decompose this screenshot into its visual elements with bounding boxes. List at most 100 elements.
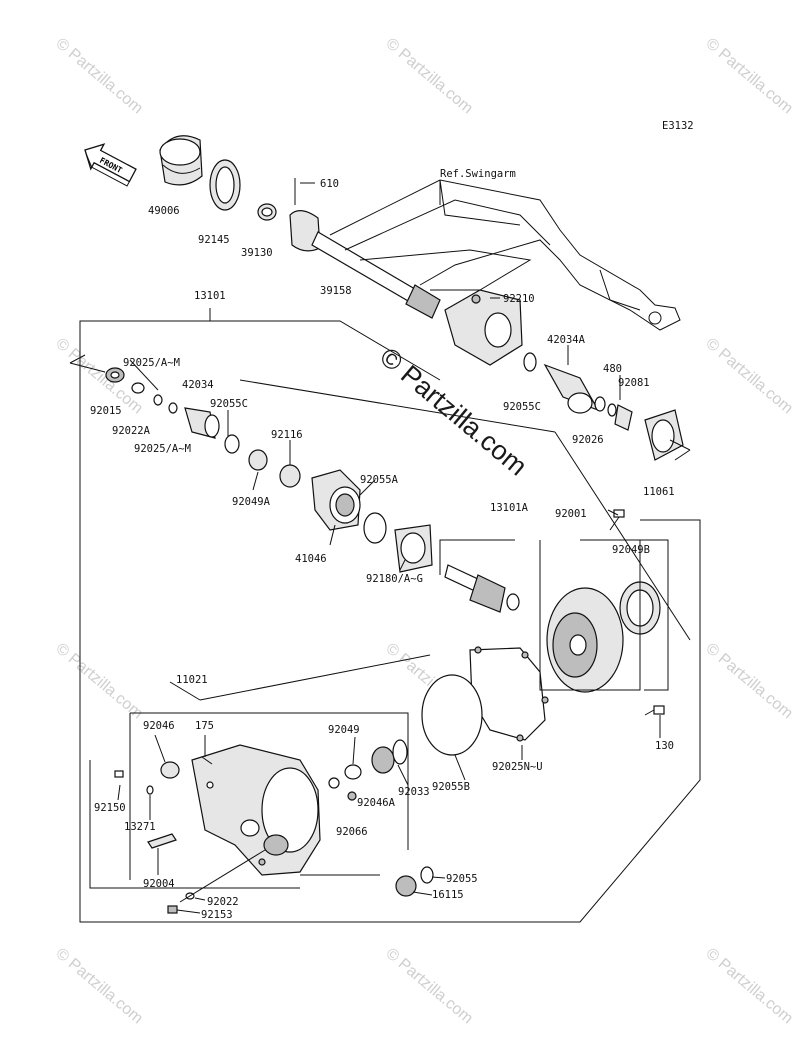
part-oring-92055C-a xyxy=(224,434,240,454)
part-oring-92055C xyxy=(523,352,537,372)
part-label: 42034 xyxy=(182,379,214,391)
swingarm-outline xyxy=(329,179,681,331)
part-label: 92022A xyxy=(112,425,151,437)
part-bolt-92153 xyxy=(167,905,178,914)
part-label: 42034A xyxy=(547,334,586,346)
part-label: 92004 xyxy=(143,878,175,890)
part-label: 13271 xyxy=(124,821,156,833)
front-arrow-icon: FRONT xyxy=(84,143,137,187)
part-bearing-92116 xyxy=(279,464,301,488)
part-label: 92022 xyxy=(207,896,239,908)
part-bolt-92150 xyxy=(114,770,124,778)
part-92066 xyxy=(328,777,340,789)
part-label: 92055B xyxy=(432,781,470,793)
part-housing-41046 xyxy=(311,469,361,531)
part-label: 610 xyxy=(320,178,339,190)
watermark: © Partzilla.com xyxy=(52,945,146,1027)
watermark: © Partzilla.com xyxy=(382,35,476,117)
watermark: © Partzilla.com xyxy=(702,640,796,722)
part-label: 92116 xyxy=(271,429,303,441)
part-gasket-11061 xyxy=(644,409,684,461)
part-label: 92025/A~M xyxy=(134,443,191,455)
part-label: 11061 xyxy=(643,486,675,498)
part-label: 92025/A~M xyxy=(123,357,180,369)
watermark: © Partzilla.com xyxy=(52,640,146,722)
part-label: 41046 xyxy=(295,553,327,565)
part-seal-92049A xyxy=(248,449,268,471)
frame-lines xyxy=(69,178,701,923)
part-label: 92025N~U xyxy=(492,761,543,773)
part-label: 92055 xyxy=(446,873,478,885)
part-label: 92066 xyxy=(336,826,368,838)
part-label: 92150 xyxy=(94,802,126,814)
part-label: 480 xyxy=(603,363,622,375)
part-92025b xyxy=(168,402,178,414)
part-housing-top xyxy=(444,289,523,366)
part-label: 92046 xyxy=(143,720,175,732)
part-label: 92001 xyxy=(555,508,587,520)
part-label: 92055A xyxy=(360,474,399,486)
watermark: © Partzilla.com xyxy=(702,945,796,1027)
part-shim-92180 xyxy=(394,524,433,573)
part-oring-92055B xyxy=(421,674,483,756)
part-92046 xyxy=(160,761,180,779)
part-label: 92049 xyxy=(328,724,360,736)
part-label: 92026 xyxy=(572,434,604,446)
part-boot-49006 xyxy=(159,135,203,186)
part-plug-16115 xyxy=(395,875,417,897)
part-label: 92015 xyxy=(90,405,122,417)
part-spring-92081 xyxy=(614,404,633,431)
part-label: 92033 xyxy=(398,786,430,798)
part-92025 xyxy=(153,394,163,406)
part-oring-92055A xyxy=(363,512,387,544)
part-label: 11021 xyxy=(176,674,208,686)
part-13271 xyxy=(146,785,154,795)
part-joint-42034 xyxy=(184,407,220,439)
part-nut-92015 xyxy=(105,367,125,383)
part-label: 92081 xyxy=(618,377,650,389)
part-label: 92055C xyxy=(210,398,248,410)
part-sleeve-42034A xyxy=(543,363,600,414)
part-washer-92022A xyxy=(131,382,145,394)
part-label: 92153 xyxy=(201,909,233,921)
part-bolt-130 xyxy=(644,705,665,716)
part-label: 39130 xyxy=(241,247,273,259)
part-bearing-92033 xyxy=(371,739,408,774)
watermark: © Partzilla.com xyxy=(702,335,796,417)
part-92026 xyxy=(594,396,606,412)
part-labels: Ref.Swingarm 49006 92145 39130 610 39158… xyxy=(90,168,675,921)
part-label: 92049A xyxy=(232,496,271,508)
part-label: 39158 xyxy=(320,285,352,297)
part-480 xyxy=(607,403,617,417)
part-shaft-39158 xyxy=(289,210,441,319)
part-label: 49006 xyxy=(148,205,180,217)
watermark: © Partzilla.com xyxy=(52,35,146,117)
watermark: © Partzilla.com xyxy=(702,35,796,117)
part-175 xyxy=(201,756,213,765)
part-bolt-92004 xyxy=(147,833,177,849)
part-bushing-39130 xyxy=(257,203,277,221)
part-label: 13101 xyxy=(194,290,226,302)
watermark: © Partzilla.com xyxy=(382,945,476,1027)
part-case-11021 xyxy=(191,744,321,876)
part-label: 175 xyxy=(195,720,214,732)
part-label: 92210 xyxy=(503,293,535,305)
label-ref-swingarm: Ref.Swingarm xyxy=(440,168,516,180)
part-92049 xyxy=(344,764,362,780)
part-label: 130 xyxy=(655,740,674,752)
part-pinion-13101A xyxy=(444,564,520,613)
part-label: 92055C xyxy=(503,401,541,413)
part-92046A xyxy=(347,791,357,801)
part-label: 16115 xyxy=(432,889,464,901)
part-label: 92046A xyxy=(357,797,396,809)
part-ring-92145 xyxy=(209,159,241,211)
part-cover-gasket xyxy=(469,646,549,742)
part-oring-92055 xyxy=(420,866,434,884)
part-ringgear xyxy=(546,587,624,693)
diagram-code: E3132 xyxy=(662,120,694,132)
part-label: 92049B xyxy=(612,544,650,556)
part-label: 13101A xyxy=(490,502,529,514)
part-label: 92180/A~G xyxy=(366,573,423,585)
part-label: 92145 xyxy=(198,234,230,246)
